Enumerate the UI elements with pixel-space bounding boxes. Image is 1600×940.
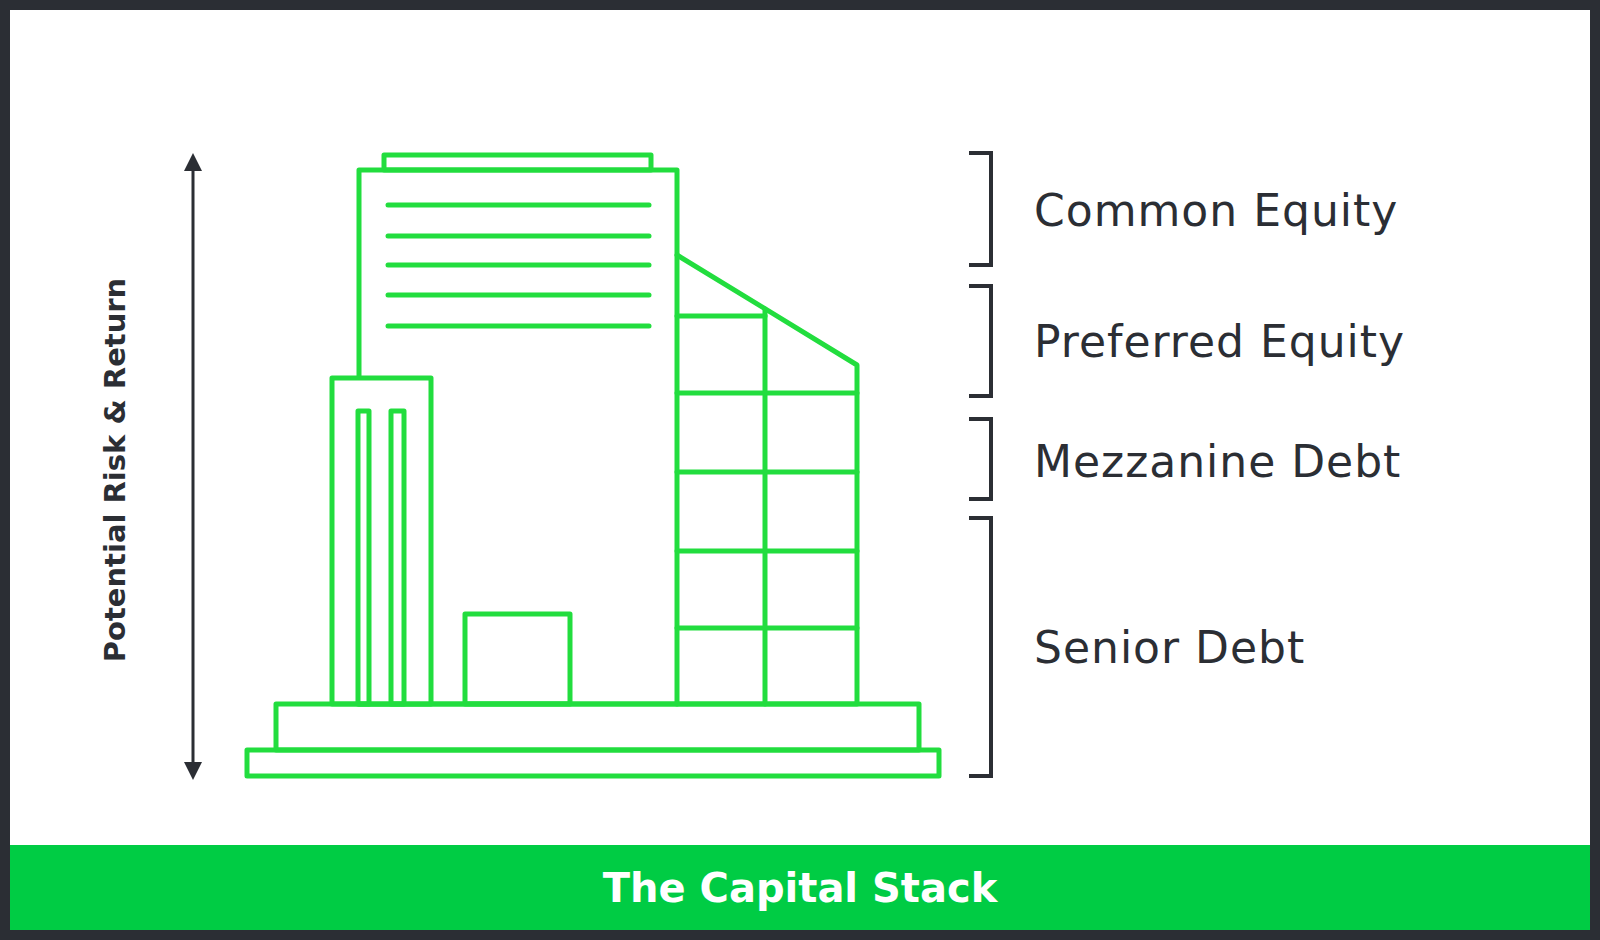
axis-label: Potential Risk & Return: [98, 278, 132, 663]
tier-label: Senior Debt: [1034, 622, 1305, 673]
bracket: [969, 153, 991, 265]
risk-arrow: [192, 162, 195, 771]
tier-label: Mezzanine Debt: [1034, 436, 1401, 487]
door: [465, 614, 570, 704]
base-plate: [247, 750, 939, 776]
right-wing: [677, 255, 857, 704]
building-base: [276, 704, 919, 750]
left-tower: [332, 378, 431, 704]
bracket: [969, 419, 991, 499]
title-band: The Capital Stack: [10, 845, 1590, 930]
tier-label: Preferred Equity: [1034, 316, 1405, 367]
tier-label: Common Equity: [1034, 185, 1398, 236]
title: The Capital Stack: [603, 865, 998, 911]
bracket: [969, 518, 991, 776]
bracket: [969, 286, 991, 396]
